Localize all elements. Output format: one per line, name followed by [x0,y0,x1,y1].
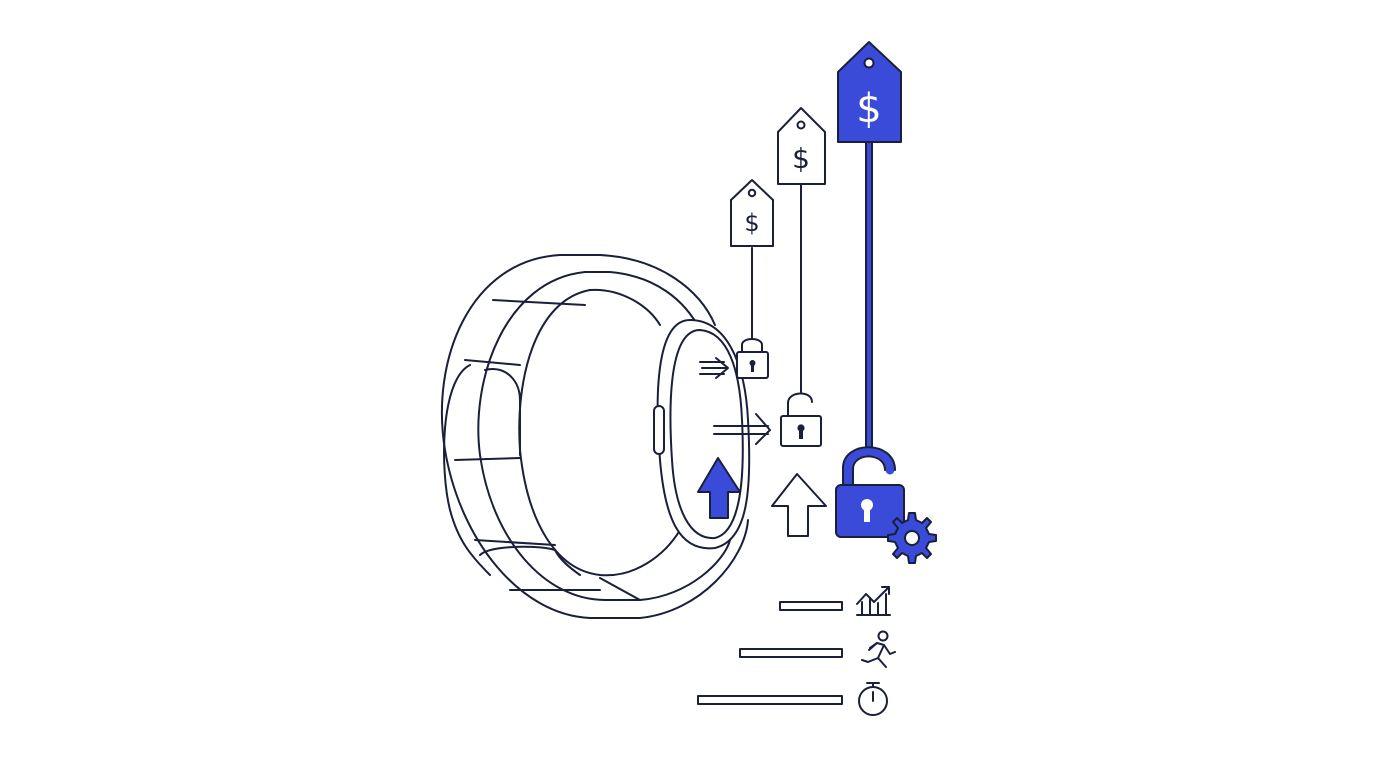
tracker-side-button [653,405,665,455]
upgrade-arrow-outline-icon [771,473,827,537]
price-tag-low: $ [730,179,774,247]
price-tag-mid: $ [777,107,826,185]
tier-low: $ [730,179,774,379]
feature-bar-activity [739,630,896,668]
tier-high: $ [835,41,937,564]
arrow-right-long-icon [713,413,771,445]
svg-text:$: $ [744,209,759,237]
stopwatch-icon [858,682,888,716]
gear-icon [887,512,937,564]
running-person-icon [861,630,896,668]
padlock-locked-icon [736,338,769,379]
padlock-unlocked-gear-icon [835,446,937,564]
svg-text:$: $ [856,86,881,132]
price-tag-high: $ [837,41,902,143]
padlock-unlocked-icon [780,392,822,447]
svg-text:$: $ [792,142,810,175]
tracker-upgrade-arrow-icon [697,457,741,519]
tier-mid: $ [771,107,827,537]
feature-bars [697,586,896,716]
feature-bar-trend [779,586,891,616]
feature-bar-timer [697,682,888,716]
smart-band-illustration [441,254,771,619]
trend-chart-icon [856,586,891,616]
